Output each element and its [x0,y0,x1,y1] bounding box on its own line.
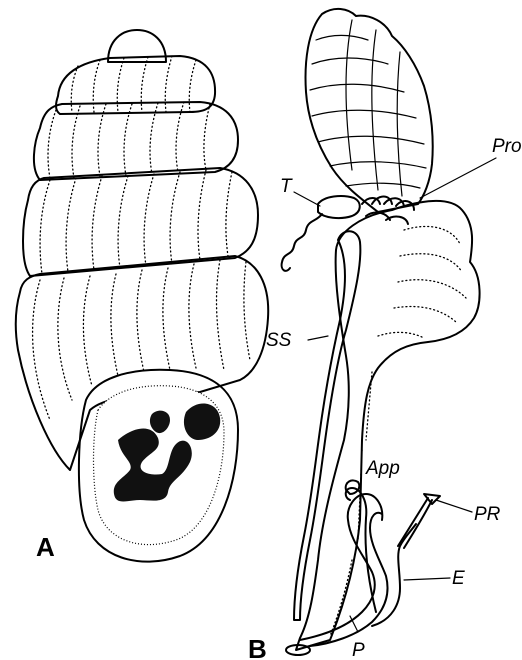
hermaphroditic-duct [282,214,322,271]
talon [318,196,360,218]
spermathecal-sac [294,231,360,620]
leader-ss [308,336,328,340]
label-p: P [352,640,365,660]
panel-label-a: A [36,532,55,562]
label-pro: Pro [492,136,522,157]
label-t: T [280,176,293,197]
label-e: E [452,568,465,589]
leader-pr [436,500,472,512]
shell-ribs [33,56,250,420]
shell-whorl-3 [23,168,258,276]
shell-whorl-1 [56,56,215,114]
panel-label-b: B [248,634,267,660]
leader-e [404,578,450,580]
label-pr: PR [474,504,501,525]
albumen-texture [310,20,426,196]
label-app: App [365,458,400,479]
shell-drawing [16,30,268,562]
anatomy-drawing [282,9,496,655]
penis-loop [300,494,382,640]
label-ss: SS [266,330,292,351]
leader-t [294,192,320,206]
